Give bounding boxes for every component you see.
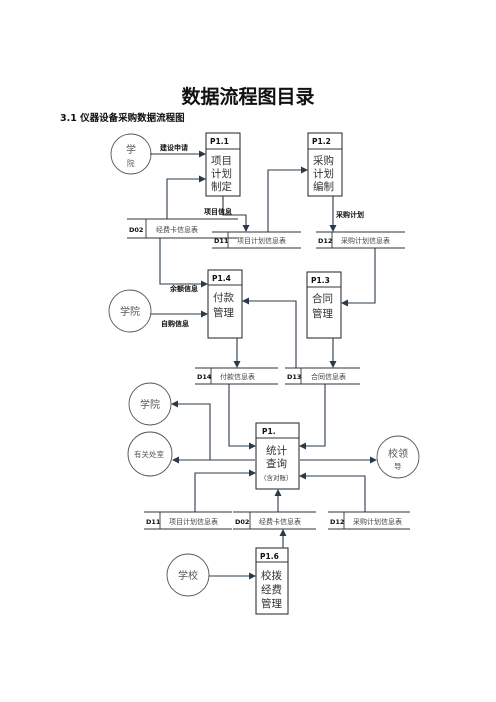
entity-label: 有关处室 <box>134 449 164 459</box>
entity-label: 院 <box>127 158 135 168</box>
process-id: P1. <box>262 427 276 436</box>
process-p1-6: P1.6 校拨 经费 管理 <box>255 547 289 615</box>
flow-label-self-purchase: 自购信息 <box>161 319 189 328</box>
entity-label: 学院 <box>140 398 160 411</box>
process-id: P1.2 <box>312 137 331 146</box>
flow-lines <box>150 150 377 580</box>
process-name: 制定 <box>211 180 232 193</box>
process-name: 管理 <box>261 597 282 610</box>
section-subtitle: 3.1 仪器设备采购数据流程图 <box>60 113 185 124</box>
process-name: （含对账） <box>260 473 293 482</box>
entity-school: 学校 <box>166 553 210 597</box>
flow-label-balance-info: 余额信息 <box>169 284 198 293</box>
datastore-id: D12 <box>318 237 332 245</box>
datastore-id: D02 <box>129 226 143 234</box>
entity-college-lower: 学院 <box>128 382 172 426</box>
process-id: P1.1 <box>210 137 229 146</box>
page-title: 数据流程图目录 <box>181 86 315 108</box>
entity-label: 学校 <box>178 569 198 582</box>
datastore-d02-bottom: D02 经费卡信息表 <box>233 511 316 530</box>
datastore-id: D11 <box>146 518 161 526</box>
process-name: 经费 <box>261 583 282 596</box>
datastore-name: 采购计划信息表 <box>341 236 390 245</box>
datastore-name: 经费卡信息表 <box>259 517 301 526</box>
flow-label-project-info: 项目信息 <box>204 207 232 216</box>
process-p1-2: P1.2 采购 计划 编制 <box>307 132 343 197</box>
process-name: 管理 <box>312 307 333 320</box>
datastore-id: D14 <box>197 373 212 381</box>
flow-label-purchase-plan: 采购计划 <box>335 210 364 219</box>
process-p1-stats: P1. 统计 查询 （含对账） <box>255 422 300 490</box>
datastore-name: 项目计划信息表 <box>237 236 286 245</box>
datastore-id: D12 <box>330 518 344 526</box>
datastore-name: 采购计划信息表 <box>353 517 402 526</box>
entity-college-top: 学 院 <box>110 133 152 175</box>
process-name: 项目 <box>211 155 232 167</box>
entity-college-middle: 学院 <box>108 289 152 333</box>
entity-label: 学 <box>126 143 136 156</box>
datastore-name: 经费卡信息表 <box>156 225 198 234</box>
datastore-name: 项目计划信息表 <box>169 517 218 526</box>
process-name: 管理 <box>213 306 234 319</box>
process-p1-4: P1.4 付款 管理 <box>207 269 243 339</box>
process-name: 合同 <box>312 292 333 305</box>
process-name: 统计 <box>266 444 287 457</box>
datastore-d02-top: D02 经费卡信息表 <box>127 218 238 239</box>
entity-label: 校领 <box>388 447 408 460</box>
datastore-d12-bottom: D12 采购计划信息表 <box>328 511 410 530</box>
datastore-name: 付款信息表 <box>220 372 255 381</box>
process-id: P1.6 <box>260 552 279 561</box>
process-p1-3: P1.3 合同 管理 <box>306 271 342 339</box>
datastore-d11-bottom: D11 项目计划信息表 <box>144 511 232 530</box>
process-name: 计划 <box>313 167 334 180</box>
datastore-d11-top: D11 项目计划信息表 <box>212 231 301 249</box>
datastore-d13: D13 合同信息表 <box>285 367 360 385</box>
process-name: 编制 <box>313 180 334 193</box>
datastore-d14: D14 付款信息表 <box>195 367 278 385</box>
process-id: P1.4 <box>212 274 231 283</box>
datastore-id: D11 <box>214 237 229 245</box>
datastore-name: 合同信息表 <box>311 372 346 381</box>
process-name: 采购 <box>313 154 334 167</box>
process-name: 查询 <box>266 457 287 470</box>
datastore-id: D13 <box>287 373 301 381</box>
process-name: 付款 <box>213 291 234 304</box>
process-name: 校拨 <box>261 569 282 582</box>
process-id: P1.3 <box>311 276 330 285</box>
datastore-id: D02 <box>235 518 249 526</box>
entity-departments: 有关处室 <box>127 431 173 477</box>
entity-label: 学院 <box>120 305 140 318</box>
flow-label-build-request: 建设申请 <box>160 143 188 152</box>
entity-school-leader: 校领 导 <box>376 435 420 479</box>
process-p1-1: P1.1 项目 计划 制定 <box>205 132 241 197</box>
process-name: 计划 <box>211 167 232 180</box>
entity-label: 导 <box>394 462 402 471</box>
datastore-d12-top: D12 采购计划信息表 <box>316 231 405 249</box>
